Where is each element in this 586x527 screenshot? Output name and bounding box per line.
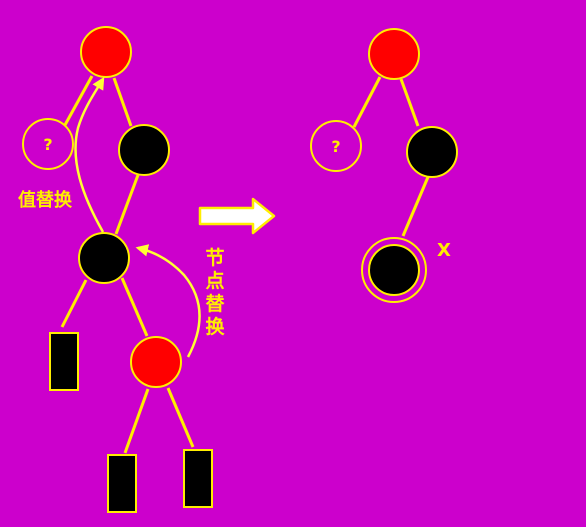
right-black-node (406, 126, 458, 178)
right-unknown-label: ? (331, 137, 340, 156)
node-swap-char: 换 (205, 315, 225, 338)
left-edge-mid-leaf (60, 279, 88, 328)
right-unknown-node (310, 120, 362, 172)
left-tree: ? 值替换 节 点 替 换 (18, 26, 225, 513)
value-swap-label: 值替换 (18, 189, 73, 211)
left-edge-root-q (63, 75, 94, 126)
left-mid-black-node (78, 232, 130, 284)
left-edge-mid-red (120, 277, 149, 337)
right-edge-black-child (401, 176, 430, 237)
left-edge-black-mid (114, 174, 140, 235)
node-swap-char: 节 (205, 247, 224, 269)
right-tree: ? X (310, 28, 458, 303)
left-unknown-label: ? (43, 135, 52, 154)
right-edge-root-black (399, 78, 420, 127)
left-red-node (130, 336, 182, 388)
right-x-node-ring (361, 237, 427, 303)
left-edge-red-leaf1 (123, 388, 150, 454)
left-unknown-node (22, 118, 74, 170)
right-x-label: X (437, 240, 451, 261)
left-black-node (118, 124, 170, 176)
value-swap-arrow (74, 76, 105, 233)
left-leaf-2 (107, 454, 137, 513)
left-edge-root-black (112, 77, 133, 127)
transform-arrow (198, 197, 276, 235)
left-edge-red-leaf2 (166, 387, 195, 448)
left-root-red-node (80, 26, 132, 78)
node-swap-char: 点 (205, 270, 224, 292)
left-leaf-1 (49, 332, 79, 391)
right-root-red-node (368, 28, 420, 80)
left-leaf-3 (183, 449, 213, 508)
node-swap-char: 替 (205, 292, 225, 315)
node-swap-label: 节 点 替 换 (205, 247, 225, 338)
node-swap-arrow (135, 244, 201, 358)
right-edge-root-q (352, 76, 382, 128)
right-x-node (368, 244, 420, 296)
